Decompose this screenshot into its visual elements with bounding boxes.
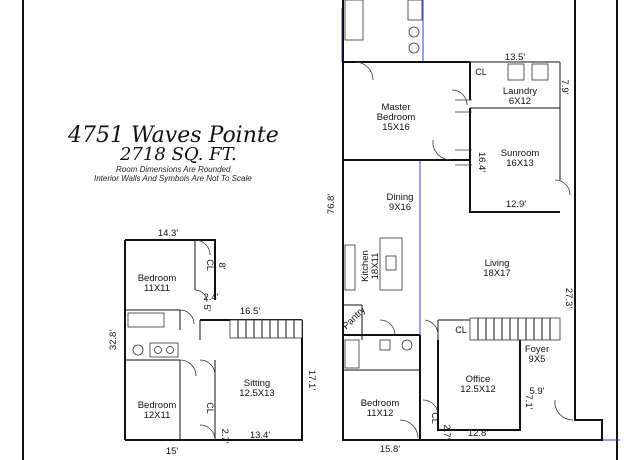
main-floor	[341, 0, 620, 441]
dim-hall-width: 2.7'	[441, 424, 452, 439]
closet-label: CL	[455, 325, 467, 335]
room-label: Kitchen	[360, 250, 371, 282]
room-label: Office	[466, 374, 491, 385]
room-size: 12.5X12	[460, 384, 495, 395]
room-bedroom-upper-2: Bedroom 12X11	[138, 400, 177, 421]
dim-sunroom-side: 16.4'	[476, 152, 487, 172]
room-label: Bedroom	[138, 273, 177, 284]
dim-upper-stair: 16.5'	[240, 306, 260, 317]
dim-office-side: 7.1'	[523, 394, 534, 409]
room-size: 12.5X13	[239, 388, 274, 399]
room-pantry: Pantry	[341, 304, 368, 331]
room-laundry: Laundry 6X12	[503, 86, 538, 107]
room-sunroom: Sunroom 16X13	[501, 148, 540, 169]
room-office: Office 12.5X12	[460, 374, 495, 395]
room-size: 11X12	[367, 408, 394, 419]
room-label: Sunroom	[501, 148, 540, 159]
room-kitchen: Kitchen 18X11	[360, 250, 381, 282]
room-label: Pantry	[341, 304, 368, 331]
room-label: Dining	[387, 192, 414, 203]
dim-sunroom-bottom: 12.9'	[506, 199, 526, 210]
rounding-note: Room Dimensions Are Rounded	[116, 165, 231, 174]
room-size: 18X11	[370, 253, 381, 280]
room-label: Foyer	[525, 344, 549, 355]
room-size: 16X13	[506, 158, 533, 169]
upper-floor	[124, 239, 303, 441]
room-sitting: Sitting 12.5X13	[239, 378, 274, 399]
room-label: Sitting	[244, 378, 270, 389]
room-size: 15X16	[382, 122, 409, 133]
room-size: 9X16	[389, 202, 411, 213]
dim-office-bottom: 12.8'	[468, 428, 488, 439]
room-size: 11X11	[144, 283, 170, 294]
scale-note: Interior Walls And Symbols Are Not To Sc…	[94, 174, 252, 183]
dim-main-bottom: 15.8'	[380, 444, 400, 455]
dim-foyer-side: 5.9'	[529, 386, 544, 397]
dim-sitting-bottom: 13.4'	[250, 430, 270, 441]
room-size: 12X11	[144, 410, 171, 421]
room-label: Bedroom	[377, 112, 416, 123]
dim-laundry-width: 13.5'	[505, 52, 525, 63]
room-bedroom-upper-1: Bedroom 11X11	[138, 273, 177, 294]
room-living: Living 18X17	[483, 258, 510, 279]
room-master-bedroom: Master Bedroom 15X16	[377, 102, 416, 133]
sqft-title: 2718 SQ. FT.	[119, 144, 237, 165]
address-title: 4751 Waves Pointe	[67, 123, 279, 148]
room-label: Bedroom	[138, 400, 177, 411]
closet-label: CL	[475, 67, 487, 77]
room-foyer: Foyer 9X5	[525, 344, 549, 365]
dim-upper-closet: 8'	[216, 262, 227, 269]
page-border	[22, 0, 618, 460]
room-bedroom-main: Bedroom 11X12	[361, 398, 400, 419]
dim-upper-top: 14.3'	[158, 228, 178, 239]
dim-laundry-side: 7.9'	[559, 79, 570, 94]
dim-upper-hall-3: 2.7'	[219, 428, 230, 443]
dim-sitting-side: 17.1'	[306, 370, 317, 390]
room-size: 9X5	[529, 354, 546, 365]
room-label: Living	[485, 258, 510, 269]
room-size: 6X12	[509, 96, 531, 107]
room-label: Bedroom	[361, 398, 400, 409]
room-label: Master	[381, 102, 410, 113]
dim-main-depth: 76.8'	[326, 194, 337, 214]
dim-living-side: 27.3'	[563, 288, 574, 308]
closet-label: CL	[430, 412, 440, 424]
closet-label: CL	[205, 259, 215, 271]
dim-upper-left: 32.8'	[108, 330, 119, 350]
room-size: 18X17	[483, 268, 510, 279]
closet-label: CL	[205, 402, 215, 414]
dim-upper-hall-2: 5'	[201, 304, 212, 311]
room-label: Laundry	[503, 86, 538, 97]
dim-upper-hall: 2.4'	[203, 292, 218, 303]
room-dining: Dining 9X16	[387, 192, 414, 213]
dim-upper-bottom: 15'	[166, 446, 179, 457]
